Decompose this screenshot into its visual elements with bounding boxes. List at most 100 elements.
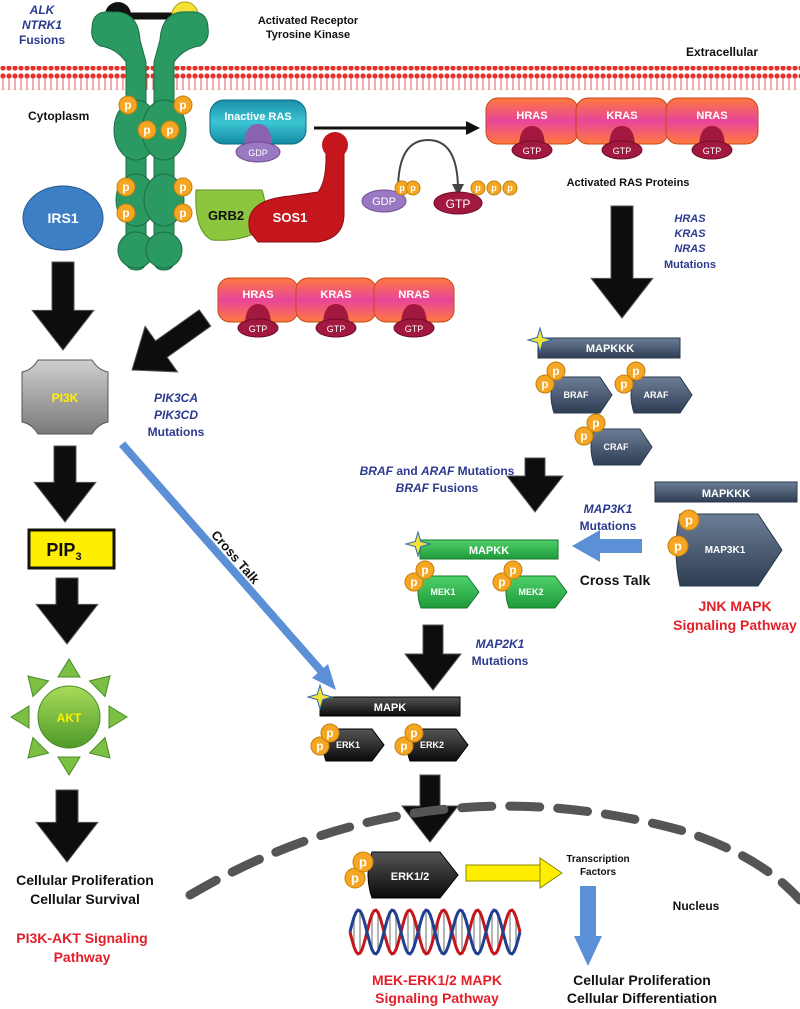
ras-protein-label: NRAS: [398, 289, 429, 301]
arrow-raf-to-mek: [505, 457, 565, 513]
activation-star: [306, 683, 334, 711]
raf-mutation-araf: ARAF: [420, 464, 455, 478]
activation-star: [526, 326, 554, 354]
akt-label: AKT: [57, 711, 82, 725]
akt-ray: [57, 756, 81, 776]
receptor-label-line2: Tyrosine Kinase: [266, 29, 350, 41]
phospho-label: p: [674, 539, 682, 554]
raf-araf: ARAF: [630, 376, 693, 414]
erk12-phospho: p: [352, 851, 374, 873]
nucleus-label: Nucleus: [673, 899, 720, 913]
receptor-phospho-site: p: [173, 95, 193, 115]
transcription-label-line1: Transcription: [566, 854, 629, 865]
arrow-pi3k-to-pip3: [33, 445, 97, 523]
ras-protein-hras: HRAS GTP: [485, 97, 579, 160]
phospho-label: p: [179, 181, 186, 194]
craf-phospho: p: [574, 426, 594, 446]
phospho-label: p: [580, 430, 587, 443]
braf-phospho: p: [546, 361, 566, 381]
fusions-label: Fusions: [19, 33, 65, 47]
pi3k-pathway-title-line2: Pathway: [54, 949, 111, 965]
activation-stars: [306, 326, 554, 711]
grb2-label: GRB2: [208, 208, 244, 223]
phospho-label: p: [632, 365, 639, 378]
pi3k-node: [21, 359, 109, 435]
ras-mutations-label: Mutations: [664, 259, 716, 271]
ras-gtp-label: GTP: [405, 324, 424, 334]
raf-araf-label: ARAF: [644, 390, 669, 400]
gtp-phosphate: p: [470, 180, 486, 196]
mek2-phospho: p: [503, 560, 523, 580]
receptor-phospho-site: p: [116, 203, 136, 223]
phospho-label: p: [421, 564, 428, 577]
arrow-mek-to-erk: [403, 624, 463, 691]
erk-erk2-label: ERK2: [420, 740, 444, 750]
pi3k-mutation-pik3cd: PIK3CD: [154, 408, 198, 422]
phospho-label: p: [552, 365, 559, 378]
pip3-box: [27, 528, 116, 570]
receptor-phospho-site: p: [137, 120, 157, 140]
akt-ray: [108, 705, 128, 729]
mek-mek1-label: MEK1: [430, 587, 455, 597]
phospho-label: p: [498, 576, 505, 589]
mapk-label: MAPK: [374, 702, 406, 714]
jnk-pathway-title-line2: Signaling Pathway: [673, 617, 797, 633]
phospho-label: p: [410, 576, 417, 589]
map3k1-mutations-label: Mutations: [580, 519, 637, 533]
cytoplasm-label: Cytoplasm: [28, 109, 89, 123]
raf-craf: CRAF: [590, 428, 653, 466]
phospho-label: p: [475, 183, 481, 193]
phospho-label: p: [541, 378, 548, 391]
ras-gtp-label: GTP: [523, 146, 542, 156]
pi3k-mutation-pik3ca: PIK3CA: [154, 391, 198, 405]
raf-braf: BRAF: [550, 376, 613, 414]
akt-node: [10, 658, 128, 776]
erk2-phospho: p: [394, 736, 414, 756]
receptor-phospho-site: p: [116, 177, 136, 197]
akt-ray: [88, 736, 111, 759]
transcription-label-line2: Factors: [580, 867, 617, 878]
phospho-label: p: [410, 183, 416, 193]
mek-mek1: MEK1: [417, 575, 480, 609]
raf-mutation-word: Mutations: [458, 464, 515, 478]
ras-mutation-hras: HRAS: [674, 213, 706, 225]
phospho-label: p: [166, 124, 173, 137]
pi3k-outcome-survival: Cellular Survival: [30, 891, 140, 907]
phospho-label: p: [399, 183, 405, 193]
phospho-label: p: [507, 183, 513, 193]
pi3k-outcome-proliferation: Cellular Proliferation: [16, 872, 154, 888]
arrow-akt-to-outcome: [35, 789, 99, 863]
activated-ras-label: Activated RAS Proteins: [567, 177, 690, 189]
ras-protein-label: KRAS: [606, 110, 637, 122]
gdp-gtp-exchange: GDP GTP: [361, 138, 483, 215]
erk1-phospho: p: [310, 736, 330, 756]
cross-talk-label-jnk: Cross Talk: [580, 572, 651, 588]
dna-helix: [348, 908, 522, 956]
map3k1-phospho: p: [678, 509, 700, 531]
mapk-outcome-differentiation: Cellular Differentiation: [567, 990, 717, 1006]
receptor-tyrosine-kinase: [91, 1, 209, 271]
phospho-label: p: [620, 378, 627, 391]
receptor-phospho-site: p: [173, 177, 193, 197]
mapk-outcome-proliferation: Cellular Proliferation: [573, 972, 711, 988]
ras-protein-label: HRAS: [516, 110, 547, 122]
mapk-pathway-title-line2: Signaling Pathway: [375, 990, 499, 1006]
akt-ray: [27, 736, 50, 759]
arrow-ras-to-mapkkk: [590, 205, 654, 319]
erk2-phospho: p: [404, 723, 424, 743]
phospho-label: p: [122, 207, 129, 220]
cross-talk-arrow-pi3k-mapk: [118, 441, 326, 675]
jnk-mapkkk-label: MAPKKK: [702, 488, 750, 500]
pi3k-pathway-title-line1: PI3K-AKT Signaling: [16, 930, 147, 946]
receptor-phospho-site: p: [118, 95, 138, 115]
free-gdp-label: GDP: [372, 196, 396, 208]
raf-fusions-label: BRAF Fusions: [396, 481, 479, 495]
